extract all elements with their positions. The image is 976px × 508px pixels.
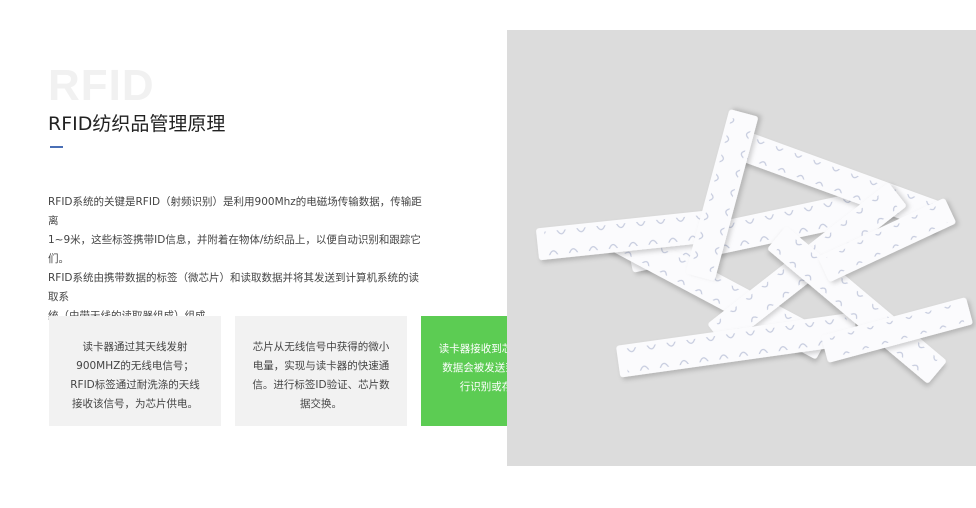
rfid-tags-photo: [507, 30, 976, 466]
card-line: 信。进行标签ID验证、芯片数: [252, 379, 390, 391]
page-title: RFID纺织品管理原理: [48, 113, 226, 135]
card-line: 读卡器通过其天线发射: [82, 341, 188, 353]
description-paragraph: RFID系统的关键是RFID（射频识别）是利用900Mhz的电磁场传输数据，传输…: [48, 193, 428, 326]
card-line: 芯片从无线信号中获得的微小: [252, 341, 390, 353]
rfid-tags-illustration: [536, 109, 973, 383]
card-line: RFID标签通过耐洗涤的天线: [70, 379, 200, 391]
card-line: 电量，实现与读卡器的快速通: [252, 360, 390, 372]
title-underline: [50, 146, 63, 148]
description-line: RFID系统由携带数据的标签（微芯片）和读取数据并将其发送到计算机系统的读取系: [48, 272, 420, 303]
watermark-heading: RFID: [48, 61, 155, 110]
tag-pile: [536, 109, 973, 383]
card-line: 据交换。: [300, 398, 342, 410]
description-line: 1~9米，这些标签携带ID信息，并附着在物体/纺织品上，以便自动识别和跟踪它们。: [48, 234, 421, 265]
card-line: 接收该信号，为芯片供电。: [72, 398, 198, 410]
step-card-transmit: 读卡器通过其天线发射 900MHZ的无线电信号； RFID标签通过耐洗涤的天线 …: [49, 316, 221, 426]
step-card-communicate: 芯片从无线信号中获得的微小 电量，实现与读卡器的快速通 信。进行标签ID验证、芯…: [235, 316, 407, 426]
description-line: RFID系统的关键是RFID（射频识别）是利用900Mhz的电磁场传输数据，传输…: [48, 196, 422, 227]
card-line: 900MHZ的无线电信号；: [76, 360, 194, 372]
